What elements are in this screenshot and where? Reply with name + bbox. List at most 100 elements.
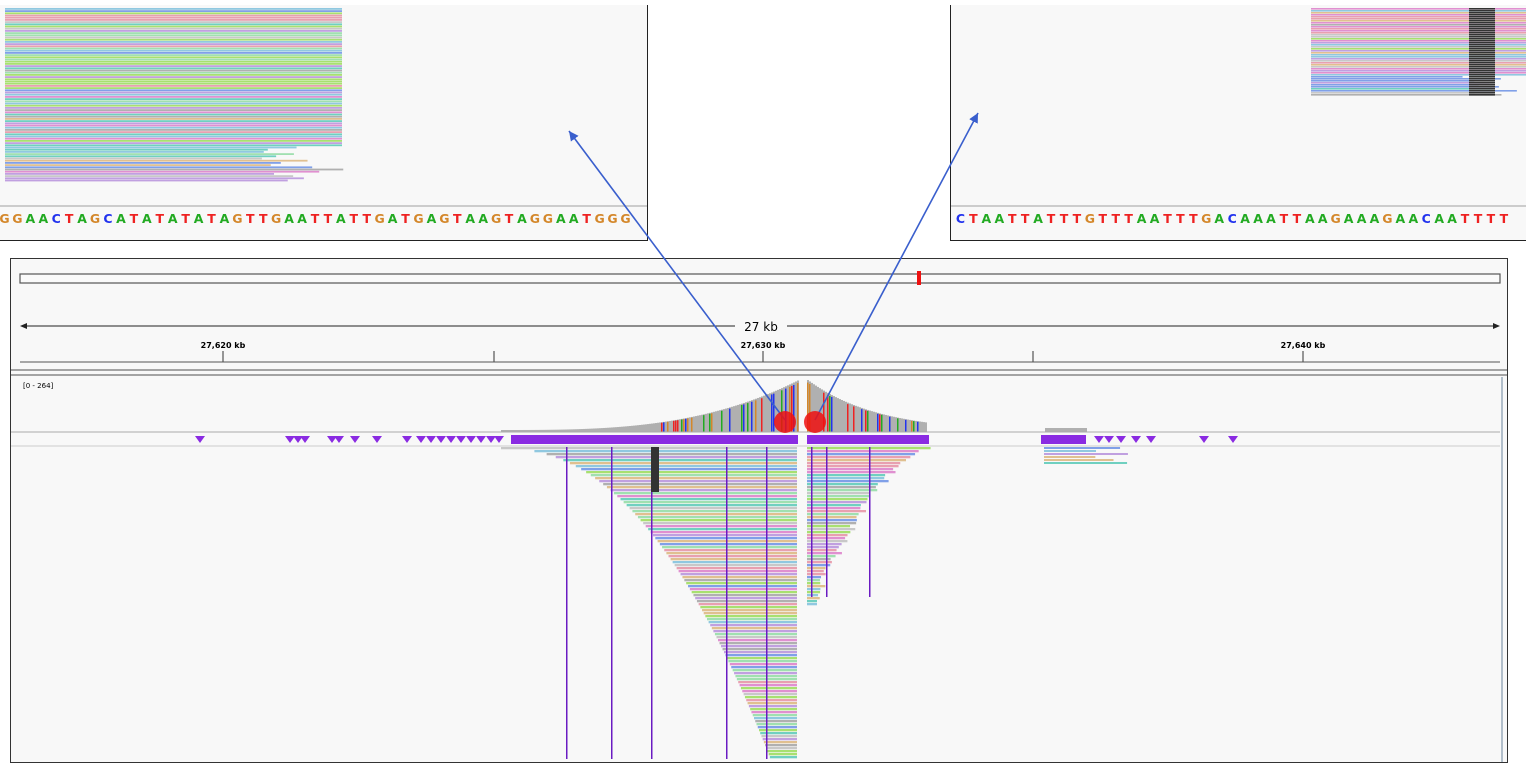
- read: [1311, 90, 1517, 92]
- insertion-marker-icon[interactable]: [1094, 436, 1104, 443]
- read: [1311, 26, 1526, 28]
- insertion-marker-icon[interactable]: [1146, 436, 1156, 443]
- coverage-variant: [711, 413, 713, 432]
- read: [1311, 70, 1526, 72]
- coverage-bar: [1079, 428, 1081, 432]
- coverage-variant: [771, 394, 773, 432]
- read: [716, 636, 797, 639]
- insertion-marker-icon[interactable]: [516, 436, 526, 443]
- coverage-variant: [755, 400, 757, 432]
- insertion-marker-icon[interactable]: [526, 436, 536, 443]
- base-A: A: [1369, 211, 1380, 226]
- coverage-bar: [779, 388, 781, 432]
- read-mismatch-block: [1469, 70, 1495, 72]
- coverage-bar: [563, 429, 565, 432]
- coverage-bar: [641, 424, 643, 432]
- insertion-marker-icon[interactable]: [596, 436, 606, 443]
- read: [5, 100, 342, 103]
- read: [1044, 459, 1114, 461]
- coverage-bar: [1081, 428, 1083, 432]
- base-A: A: [219, 211, 230, 226]
- coverage-bar: [817, 386, 819, 432]
- insertion-marker-icon[interactable]: [561, 436, 571, 443]
- read: [5, 54, 342, 56]
- coverage-bar: [671, 420, 673, 432]
- coverage-bar: [707, 413, 709, 432]
- coverage-variant: [827, 394, 829, 432]
- insertion-marker-icon[interactable]: [285, 436, 295, 443]
- insertion-marker-icon[interactable]: [1116, 436, 1126, 443]
- insertion-marker-icon[interactable]: [402, 436, 412, 443]
- read: [5, 49, 342, 52]
- insertion-marker-icon[interactable]: [293, 436, 303, 443]
- ideogram-current-region-marker[interactable]: [917, 271, 921, 285]
- insertion-marker-icon[interactable]: [486, 436, 496, 443]
- insertion-marker-icon[interactable]: [327, 436, 337, 443]
- read: [807, 552, 842, 555]
- coverage-bar: [693, 416, 695, 432]
- coverage-bar: [1061, 428, 1063, 432]
- base-T: T: [1124, 211, 1133, 226]
- read: [1311, 28, 1526, 30]
- base-A: A: [1304, 211, 1315, 226]
- insertion-marker-icon[interactable]: [436, 436, 446, 443]
- coverage-bar: [769, 393, 771, 432]
- insertion-marker-icon[interactable]: [546, 436, 556, 443]
- coverage-bar: [679, 419, 681, 432]
- read: [807, 486, 876, 489]
- coverage-variant: [747, 403, 749, 432]
- read: [1311, 86, 1499, 88]
- read: [5, 74, 342, 76]
- read: [807, 519, 857, 522]
- read: [807, 558, 831, 561]
- read-mismatch-block: [1469, 78, 1495, 80]
- coverage-bar: [851, 404, 853, 432]
- read: [743, 693, 797, 696]
- read: [5, 23, 342, 26]
- read: [768, 753, 797, 756]
- read: [5, 89, 342, 92]
- insertion-marker-icon[interactable]: [536, 436, 546, 443]
- chromosome-ideogram[interactable]: [19, 273, 1501, 284]
- base-T: T: [1020, 211, 1030, 226]
- base-G: G: [1382, 211, 1393, 226]
- read: [721, 645, 797, 648]
- read: [5, 122, 342, 125]
- insertion-marker-icon[interactable]: [446, 436, 456, 443]
- insertion-marker-icon[interactable]: [300, 436, 310, 443]
- read: [807, 465, 899, 468]
- insertion-marker-icon[interactable]: [466, 436, 476, 443]
- read: [695, 597, 797, 600]
- insertion-marker-icon[interactable]: [494, 436, 504, 443]
- insertion-marker-icon[interactable]: [195, 436, 205, 443]
- base-A: A: [555, 211, 566, 226]
- read: [5, 43, 342, 45]
- base-T: T: [1046, 211, 1056, 226]
- coverage-variant: [807, 382, 809, 432]
- insertion-marker-icon[interactable]: [426, 436, 436, 443]
- read: [1311, 24, 1526, 26]
- insertion-marker-icon[interactable]: [372, 436, 382, 443]
- insertion-marker-icon[interactable]: [626, 436, 636, 443]
- insertion-column: [766, 447, 768, 759]
- insertion-marker-icon[interactable]: [1131, 436, 1141, 443]
- read: [760, 732, 797, 735]
- read: [5, 140, 342, 142]
- read: [682, 576, 797, 579]
- insertion-marker-icon[interactable]: [350, 436, 360, 443]
- insertion-marker-icon[interactable]: [334, 436, 344, 443]
- insertion-marker-icon[interactable]: [1199, 436, 1209, 443]
- insertion-marker-icon[interactable]: [1228, 436, 1238, 443]
- insertion-marker-icon[interactable]: [456, 436, 466, 443]
- read: [807, 513, 859, 516]
- insertion-marker-icon[interactable]: [1104, 436, 1114, 443]
- base-A: A: [25, 211, 36, 226]
- insertion-marker-icon[interactable]: [476, 436, 486, 443]
- insertion-marker-icon[interactable]: [416, 436, 426, 443]
- base-T: T: [1059, 211, 1069, 226]
- insertion-column: [726, 447, 728, 759]
- read: [670, 558, 797, 561]
- read: [807, 567, 826, 570]
- coverage-bar: [637, 425, 639, 432]
- read: [606, 486, 797, 489]
